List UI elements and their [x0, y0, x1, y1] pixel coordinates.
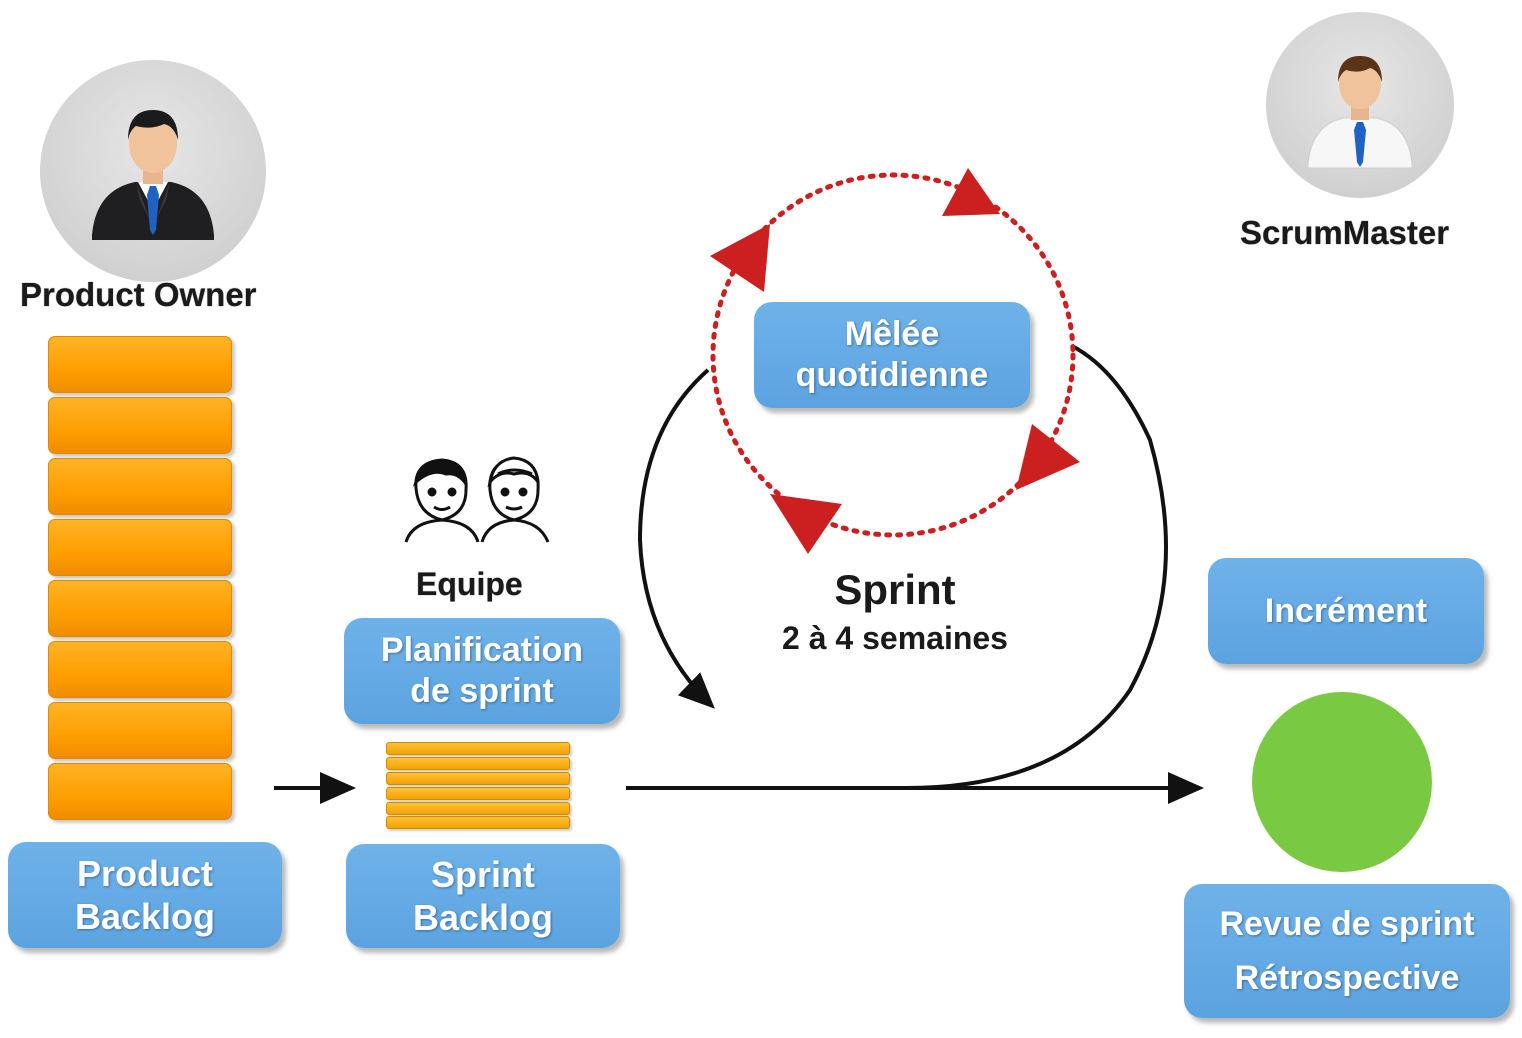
- daily-scrum-line-1: Mêlée: [844, 315, 940, 354]
- backlog-item: [48, 580, 232, 637]
- backlog-item: [48, 336, 232, 393]
- sprint-backlog-item: [386, 787, 570, 800]
- product-owner-label: Product Owner: [20, 276, 257, 313]
- sprint-cycle-arc: [899, 344, 1168, 791]
- backlog-item: [48, 763, 232, 820]
- businessman-icon: [92, 110, 214, 240]
- daily-scrum-loop: [710, 172, 1076, 538]
- sprint-backlog-stack: [386, 742, 572, 829]
- sprint-backlog-item: [386, 757, 570, 770]
- backlog-item: [48, 458, 232, 515]
- loop-arrow-top: [942, 168, 1000, 216]
- loop-arrow-left: [710, 224, 770, 292]
- scrum-master-avatar: [1266, 12, 1454, 198]
- sprint-backlog-item: [386, 742, 570, 755]
- sprint-backlog-line-1: Sprint: [431, 853, 535, 895]
- sprint-title: Sprint: [834, 566, 956, 613]
- product-backlog-line-1: Product: [76, 852, 213, 894]
- sprint-backlog-line-2: Backlog: [412, 897, 554, 938]
- scrum-master-label: ScrumMaster: [1240, 214, 1450, 251]
- increment-label: Incrément: [1264, 591, 1428, 630]
- sprint-cycle-arc-left: [637, 368, 715, 709]
- review-retrospective-box: Revue de sprint Rétrospective: [1184, 884, 1510, 1018]
- sprint-backlog-box: Sprint Backlog: [346, 844, 620, 948]
- product-owner-avatar: [40, 60, 266, 282]
- sprint-backlog-item: [386, 772, 570, 785]
- backlog-item: [48, 519, 232, 576]
- sprint-planning-box: Planification de sprint: [344, 618, 620, 724]
- product-backlog-line-2: Backlog: [74, 896, 216, 937]
- person-white-shirt-icon: [1307, 56, 1413, 169]
- loop-arrow-right: [1016, 424, 1080, 490]
- team-label: Equipe: [416, 566, 523, 602]
- product-backlog-box: Product Backlog: [8, 842, 282, 948]
- daily-scrum-box: Mêlée quotidienne: [754, 302, 1030, 408]
- backlog-item: [48, 397, 232, 454]
- increment-circle: [1252, 692, 1432, 872]
- daily-scrum-line-2: quotidienne: [795, 356, 989, 394]
- sprint-planning-line-1: Planification: [380, 631, 584, 670]
- review-line-2: Rétrospective: [1234, 959, 1460, 997]
- backlog-item: [48, 641, 232, 698]
- sprint-duration: 2 à 4 semaines: [782, 620, 1008, 656]
- increment-box: Incrément: [1208, 558, 1484, 664]
- review-line-1: Revue de sprint: [1219, 904, 1475, 943]
- loop-arrow-bottom: [770, 494, 842, 554]
- sprint-planning-line-2: de sprint: [410, 672, 554, 710]
- team-icon: [404, 456, 550, 543]
- backlog-item: [48, 702, 232, 759]
- sprint-backlog-item: [386, 802, 570, 815]
- sprint-backlog-item: [386, 816, 570, 829]
- product-backlog-stack: [48, 336, 234, 826]
